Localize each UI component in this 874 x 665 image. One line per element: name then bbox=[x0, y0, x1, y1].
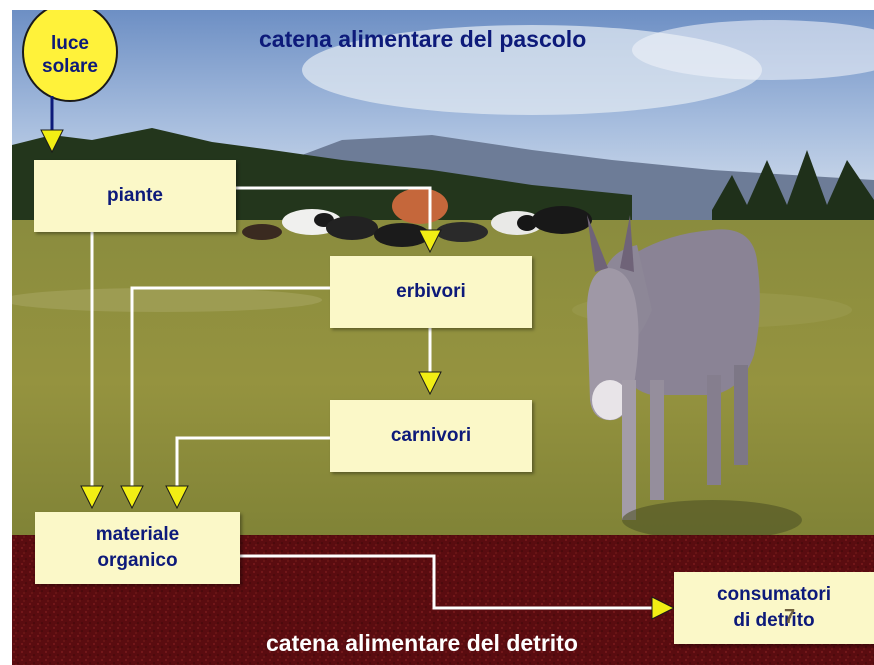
donkey-leg bbox=[650, 380, 664, 500]
node-carnivori: carnivori bbox=[330, 400, 532, 472]
cow bbox=[242, 224, 282, 240]
forest-right bbox=[712, 150, 874, 225]
cow bbox=[392, 188, 448, 224]
cow bbox=[436, 222, 488, 242]
cow bbox=[532, 206, 592, 234]
cow bbox=[374, 223, 430, 247]
node-materiale-line1: materiale bbox=[95, 524, 180, 546]
donkey-leg bbox=[734, 365, 748, 465]
donkey-body bbox=[612, 229, 760, 395]
donkey bbox=[587, 215, 802, 540]
donkey-leg bbox=[707, 375, 721, 485]
node-materiale-line2: organico bbox=[97, 550, 178, 571]
cow bbox=[517, 215, 537, 231]
node-consumatori-line1: consumatori bbox=[716, 584, 832, 606]
donkey-ear-left bbox=[587, 215, 608, 272]
donkey-shadow bbox=[622, 500, 802, 540]
node-piante: piante bbox=[34, 160, 236, 232]
title-detritus-chain: catena alimentare del detrito bbox=[266, 630, 578, 656]
page-number: 7 bbox=[784, 606, 796, 628]
donkey-leg bbox=[622, 380, 636, 520]
field-patch bbox=[12, 288, 322, 312]
node-consumatori-line2: di detrito bbox=[733, 610, 815, 631]
node-piante-label: piante bbox=[107, 185, 163, 207]
title-grazing-chain: catena alimentare del pascolo bbox=[259, 26, 587, 52]
sun-luce-solare: luce solare bbox=[22, 10, 118, 102]
node-materiale-organico: materiale organico bbox=[35, 512, 240, 584]
sun-label-line2: solare bbox=[42, 56, 98, 77]
node-carnivori-label: carnivori bbox=[390, 425, 472, 447]
sun-label-line1: luce bbox=[50, 33, 90, 55]
diagram-scene: luce solare catena alimentare del pascol… bbox=[12, 10, 874, 665]
donkey-muzzle bbox=[592, 380, 628, 420]
cow bbox=[326, 216, 378, 240]
donkey-ear-right bbox=[620, 215, 634, 272]
node-erbivori-label: erbivori bbox=[396, 281, 466, 303]
node-consumatori-di-detrito: consumatori di detrito bbox=[674, 572, 874, 644]
node-erbivori: erbivori bbox=[330, 256, 532, 328]
cloud bbox=[632, 20, 874, 80]
